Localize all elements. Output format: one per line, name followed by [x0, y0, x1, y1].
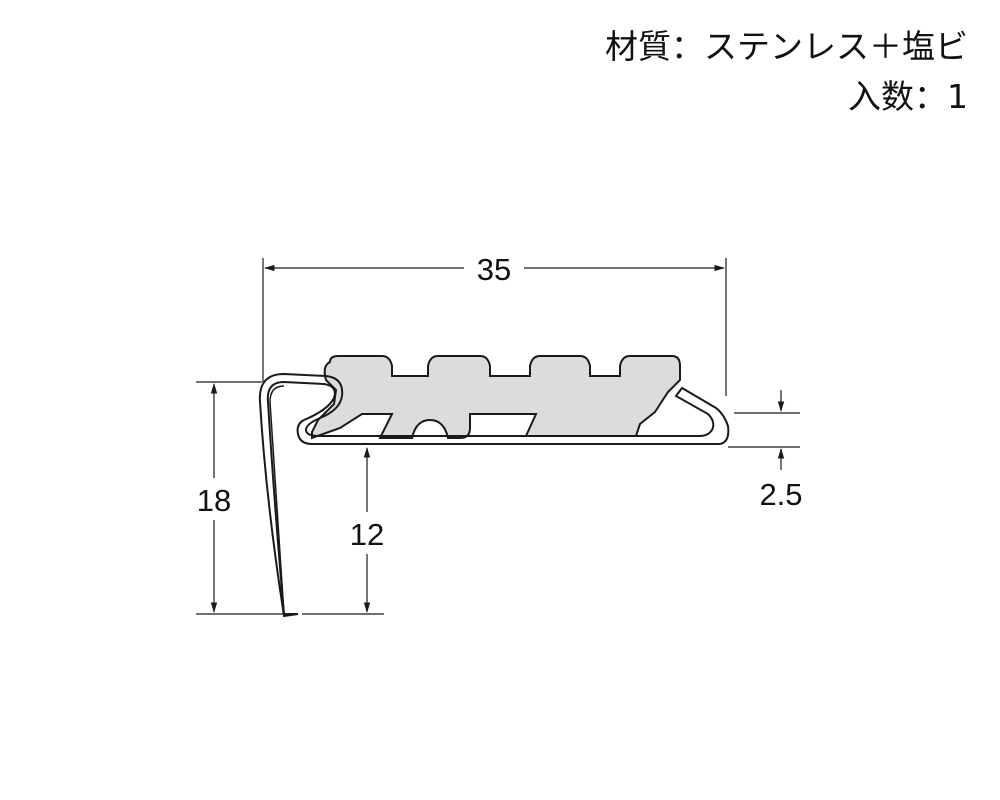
- dimension-label-height-to-base: 12: [350, 517, 384, 552]
- dimension-label-height-total: 18: [197, 483, 231, 518]
- dimension-label-thickness: 2.5: [759, 477, 802, 512]
- material-spec: 材質：ステンレス＋塩ビ: [605, 27, 968, 66]
- dimension-label-width: 35: [477, 252, 511, 287]
- steel-profile-inner: [269, 385, 285, 615]
- quantity-spec: 入数：1: [848, 77, 968, 116]
- steel-profile: [258, 372, 730, 618]
- pvc-insert: [311, 355, 681, 440]
